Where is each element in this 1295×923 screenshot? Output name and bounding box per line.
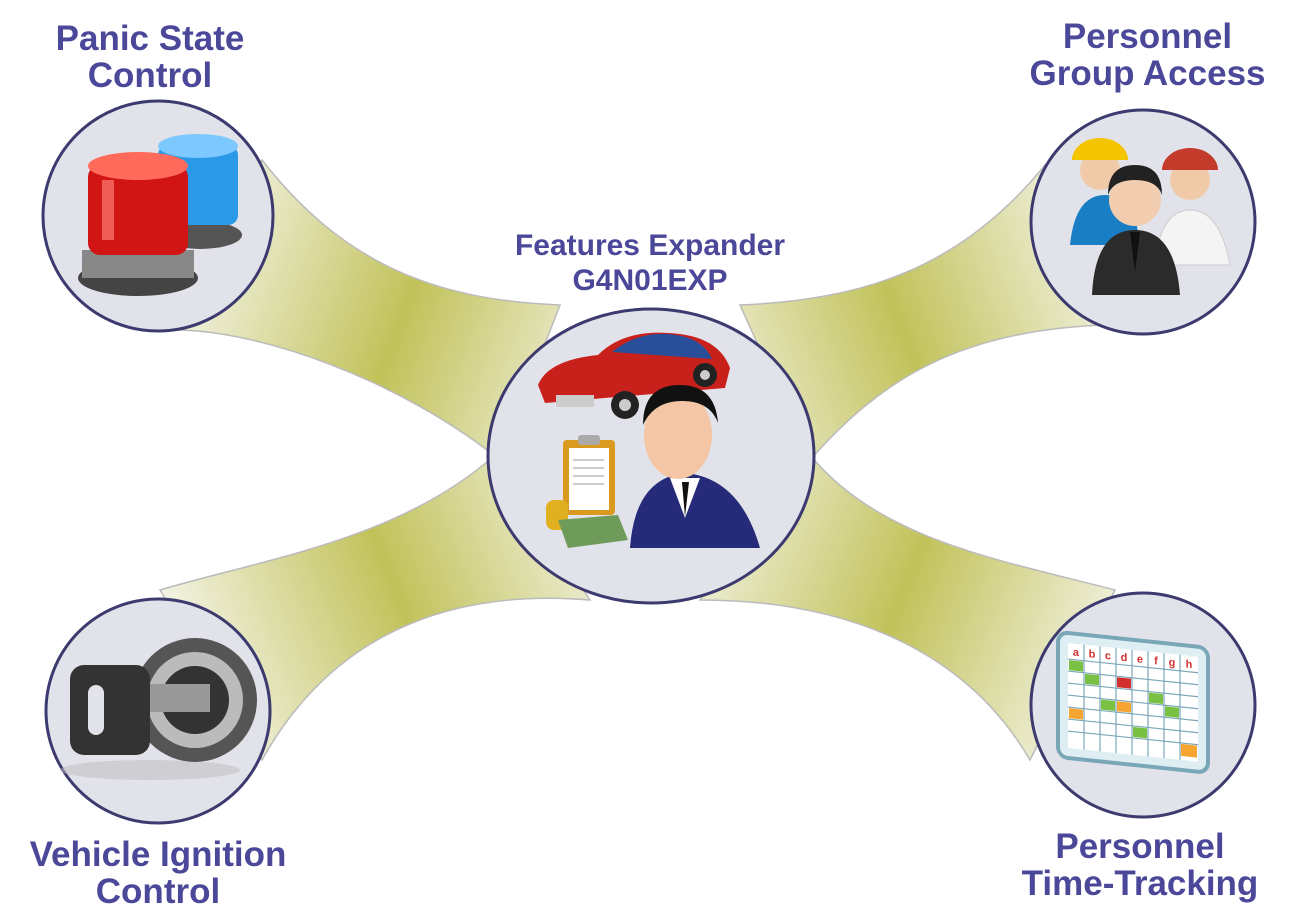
- schedule-col-e: e: [1137, 653, 1143, 666]
- schedule-col-d: d: [1121, 652, 1128, 665]
- ignition-label: Vehicle Ignition Control: [0, 836, 316, 910]
- schedule-col-b: b: [1089, 648, 1096, 661]
- panic-state-label: Panic State Control: [0, 20, 300, 94]
- ignition-key-icon: [60, 638, 257, 780]
- connector-band-time-tracking: [698, 453, 1117, 762]
- group-access-label-line1: Personnel: [1062, 17, 1233, 56]
- businessman-car-money-icon: [538, 332, 760, 548]
- schedule-col-c: c: [1105, 650, 1111, 663]
- schedule-col-a: a: [1073, 647, 1080, 660]
- personnel-group-icon: [1070, 138, 1231, 295]
- time-tracking-label: Personnel Time-Tracking: [985, 828, 1295, 902]
- schedule-col-f: f: [1154, 655, 1158, 667]
- schedule-grid-icon: a b c d e f g h: [1056, 630, 1210, 774]
- center-title-line2: G4N01EXP: [572, 264, 728, 297]
- group-access-label: Personnel Group Access: [1000, 18, 1295, 92]
- time-tracking-label-line1: Personnel: [1055, 827, 1225, 866]
- schedule-col-g: g: [1169, 657, 1176, 670]
- schedule-col-h: h: [1186, 658, 1193, 671]
- ignition-label-line2: Control: [95, 872, 221, 911]
- siren-lights-icon: [78, 134, 242, 296]
- time-tracking-label-line2: Time-Tracking: [1021, 864, 1259, 903]
- ignition-label-line1: Vehicle Ignition: [29, 835, 287, 874]
- panic-label-line1: Panic State: [55, 19, 245, 58]
- center-title-line1: Features Expander: [514, 229, 786, 262]
- center-title: Features Expander G4N01EXP: [455, 228, 845, 298]
- group-access-label-line2: Group Access: [1029, 54, 1266, 93]
- panic-label-line2: Control: [87, 56, 213, 95]
